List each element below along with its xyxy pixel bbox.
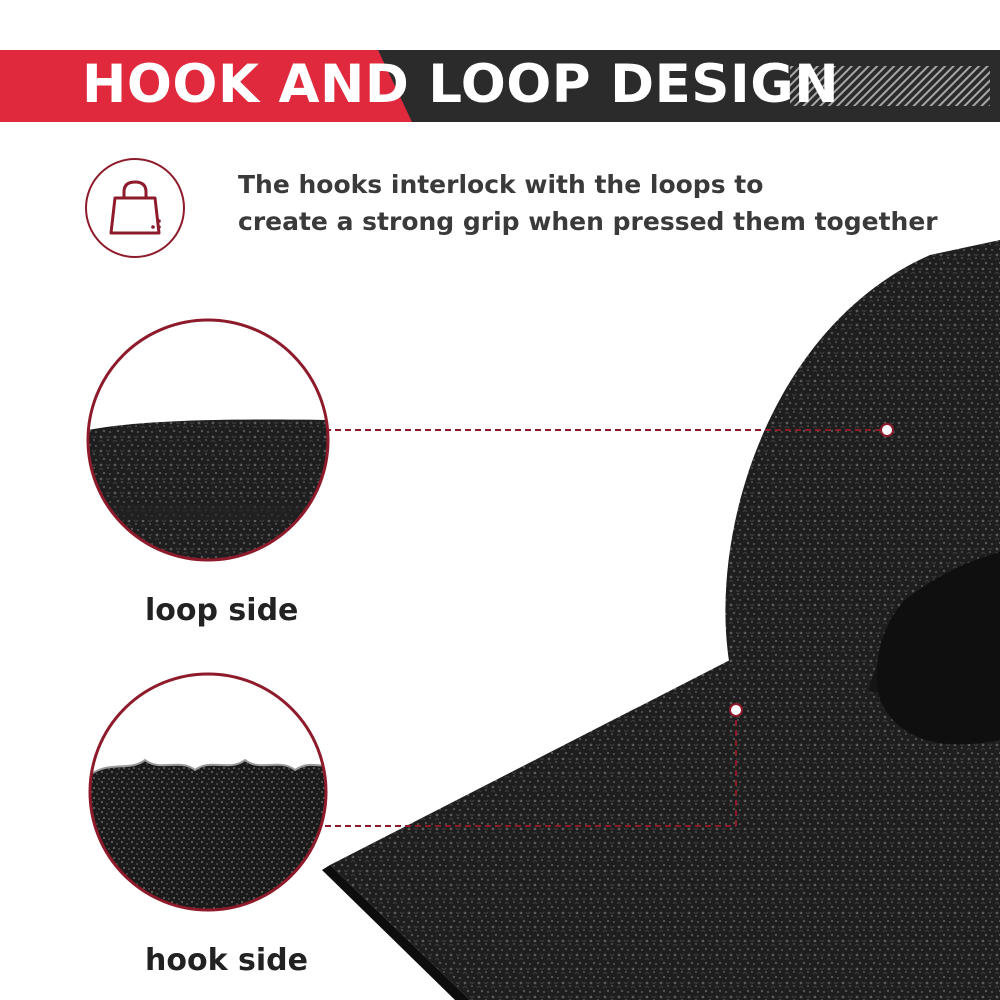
loop-side-label: loop side — [145, 593, 299, 628]
loop-connector-dot — [880, 423, 894, 437]
banner-stripe-pattern — [790, 66, 990, 106]
page-title: HOOK AND LOOP DESIGN — [82, 54, 840, 115]
loop-side-magnifier — [86, 318, 330, 562]
tape-lower-strip-edge — [322, 865, 470, 1000]
shopping-bag-icon — [85, 158, 185, 258]
tape-curl-outer — [725, 240, 1000, 750]
header-banner — [0, 50, 1000, 122]
banner-red-band — [0, 50, 412, 122]
description-line-2: create a strong grip when pressed them t… — [238, 207, 938, 236]
hook-side-label: hook side — [145, 943, 308, 978]
tape-curl-inner — [876, 552, 1000, 745]
description-line-1: The hooks interlock with the loops to — [238, 170, 764, 199]
hook-connector-dot — [729, 703, 743, 717]
hook-side-magnifier — [88, 672, 328, 912]
